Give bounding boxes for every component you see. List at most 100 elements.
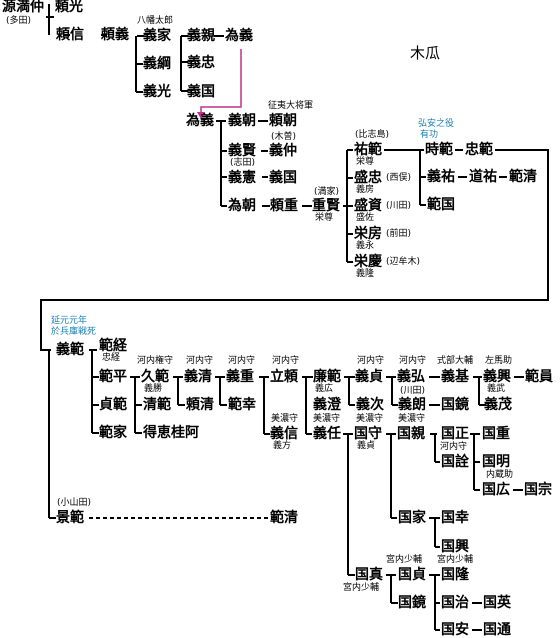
person-yorinobu: 頼信: [56, 27, 84, 43]
person-norihira: 範平: [99, 369, 127, 385]
note-ohyogo: 於兵庫戦死: [51, 327, 97, 337]
person-norisune: 範経: [99, 338, 127, 354]
note-mino3: 美濃守: [356, 414, 384, 424]
note-kunimori-sub: 義貞: [357, 441, 376, 451]
person-yoshinobu: 義信: [270, 426, 298, 442]
person-sadanori: 貞範: [99, 397, 127, 413]
person-yoshisada: 義貞: [355, 369, 383, 385]
person-kuniie: 国家: [398, 510, 426, 526]
person-kunihiro: 国広: [482, 482, 510, 498]
person-yoshinaka: 義仲: [269, 143, 297, 159]
person-norikazu: 範員: [525, 369, 553, 385]
person-norikiyo2: 範清: [270, 510, 298, 526]
person-yoshicho: 義澄: [313, 397, 341, 413]
person-shigezane: 重賢: [312, 198, 340, 214]
person-kunishige: 国重: [482, 426, 510, 442]
note-kiso: (木曽): [271, 132, 297, 142]
person-yoshiie: 義家: [143, 28, 171, 44]
note-kawachi4: 河内守: [357, 356, 385, 366]
person-kunisada: 国貞: [398, 567, 426, 583]
person-sukenori: 祐範: [354, 142, 382, 158]
note-kunai2: 宮内少輔: [437, 555, 474, 565]
person-yoshinin: 義任: [313, 426, 341, 442]
note-sakayoshi-sub: 義隆: [356, 269, 375, 279]
person-tameyoshi: 為義: [186, 113, 214, 129]
person-yoritomo: 頼朝: [269, 113, 297, 129]
person-yoshikata: 義賢: [228, 143, 256, 159]
note-kunai-sub: 宮内少輔: [343, 583, 380, 593]
person-kunizane: 国真: [355, 567, 383, 583]
note-nishimata: (西俣): [386, 173, 412, 183]
note-kurano: 内蔵助: [486, 470, 514, 480]
note-maeda: (前田): [386, 229, 412, 239]
note-hachiman-taro: 八幡太郎: [137, 16, 174, 26]
note-koan: 弘安之役: [418, 119, 455, 129]
chart-title: 木瓜: [410, 44, 441, 62]
person-kunikyo2: 国鏡: [398, 595, 426, 611]
note-kawachi5: 河内守: [399, 356, 427, 366]
note-kawata2: (川田): [400, 386, 426, 396]
note-moritada-sub: 義房: [356, 185, 375, 195]
person-tatsuyori: 立頼: [270, 369, 298, 385]
person-yoshitsugu: 義次: [356, 397, 384, 413]
note-seii-taishogun: 征夷大将軍: [268, 101, 314, 111]
person-yoshinori2: 義範: [56, 342, 84, 358]
note-kawachi6: 河内守: [440, 442, 468, 452]
person-yorimitsu: 頼光: [55, 0, 83, 15]
person-norikiyo: 範清: [509, 169, 537, 185]
person-kuniyasu: 国安: [441, 622, 469, 638]
person-kunikyo: 国鏡: [441, 397, 469, 413]
person-hisanori: 久範: [141, 369, 169, 385]
person-yoshinori: 義憲: [228, 170, 256, 186]
person-kunichika: 国親: [397, 426, 425, 442]
note-shishijima: (比志島): [355, 130, 390, 140]
person-yoshikiyo: 義清: [184, 369, 212, 385]
person-yoshikuni: 義国: [187, 84, 215, 100]
person-yoshioki: 義興: [483, 369, 511, 385]
person-yoshitada: 義忠: [187, 55, 215, 71]
note-renori-sub: 義広: [315, 384, 334, 394]
note-yoshioki-sub: 義武: [487, 384, 506, 394]
person-tokueikeia: 得恵桂阿: [143, 425, 199, 441]
person-tametomo: 為朝: [228, 198, 256, 214]
person-sakayoshi: 栄慶: [354, 254, 382, 270]
person-kuniharu: 国治: [441, 595, 469, 611]
note-kawachi3: 河内守: [272, 356, 300, 366]
person-kiyonori: 清範: [143, 397, 171, 413]
person-kunisen: 国詮: [441, 454, 469, 470]
person-sakafusa: 栄房: [354, 226, 382, 242]
person-yoshihiro: 義弘: [397, 369, 425, 385]
note-mino4: 美濃守: [398, 414, 426, 424]
person-noriie: 範家: [99, 425, 127, 441]
person-morisuke: 盛資: [354, 198, 382, 214]
note-kawata: (川田): [386, 201, 412, 211]
person-norisachi: 範幸: [228, 397, 256, 413]
note-henmuki: (辺牟木): [386, 257, 421, 267]
person-renori: 廉範: [313, 369, 341, 385]
person-yoshiro: 義朗: [398, 397, 426, 413]
person-yoshikuni2: 義国: [269, 170, 297, 186]
note-kawachi1: 河内守: [186, 356, 214, 366]
person-tameyoshi-top: 為義: [225, 28, 253, 44]
person-yoriyoshi: 頼義: [101, 27, 129, 43]
person-kunioki: 国興: [441, 539, 469, 555]
note-yuko: 有功: [420, 130, 439, 140]
note-mitsuga: (満家): [314, 187, 340, 197]
person-yoshitomo: 義朝: [228, 113, 256, 129]
person-kunihide: 国英: [483, 595, 511, 611]
note-hisanori-sub: 義勝: [144, 384, 163, 394]
person-yoshisuke: 義祐: [427, 169, 455, 185]
note-engen: 延元元年: [51, 316, 88, 326]
person-yoshitsuna: 義綱: [143, 56, 171, 72]
person-kuniaki: 国明: [482, 454, 510, 470]
person-yoshichika: 義親: [187, 28, 215, 44]
note-yoshinobu-sub: 義方: [273, 441, 292, 451]
person-michisuke: 道祐: [469, 169, 497, 185]
note-morisuke-sub: 盛佐: [356, 213, 375, 223]
person-kunitaka: 国隆: [441, 567, 469, 583]
note-sama: 左馬助: [485, 356, 513, 366]
person-kunimasa: 国正: [441, 426, 469, 442]
note-sakafusa-sub: 義永: [356, 241, 375, 251]
